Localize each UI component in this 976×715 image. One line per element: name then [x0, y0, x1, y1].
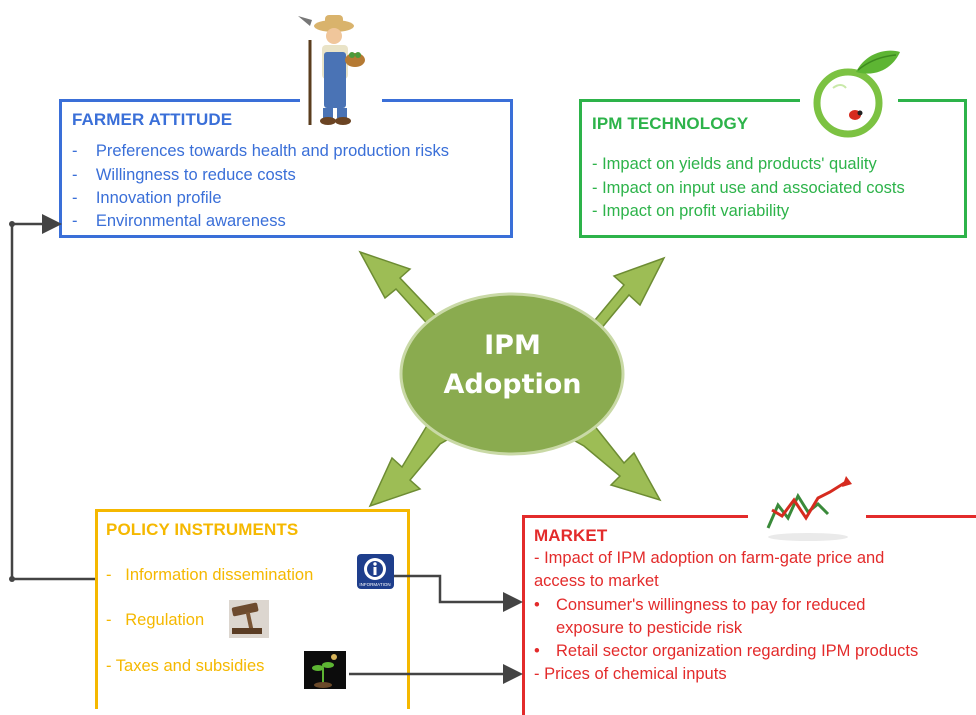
market-title: MARKET	[534, 526, 608, 545]
arrow-to-market	[566, 417, 662, 502]
list-item: - Impact of IPM adoption on farm-gate pr…	[534, 549, 885, 567]
list-item: - Information dissemination	[106, 566, 314, 584]
center-label-line1: IPM	[484, 330, 541, 361]
ipm-technology-box	[579, 99, 967, 238]
list-item: access to market	[534, 572, 659, 590]
stock-chart-icon	[766, 476, 852, 541]
ipm-technology-title: IPM TECHNOLOGY	[592, 114, 749, 133]
list-item: - Prices of chemical inputs	[534, 665, 727, 683]
list-item: - Environmental awareness	[72, 212, 286, 230]
list-item: - Preferences towards health and product…	[72, 142, 449, 160]
center-ellipse	[399, 292, 625, 456]
farmer-attitude-title: FARMER ATTITUDE	[72, 110, 233, 129]
list-item: exposure to pesticide risk	[556, 619, 743, 637]
list-item: - Regulation	[106, 611, 205, 629]
list-item: - Taxes and subsidies	[106, 657, 265, 675]
information-icon: INFORMATION	[357, 554, 394, 589]
list-item: - Innovation profile	[72, 189, 222, 207]
list-item: - Impact on profit variability	[592, 202, 790, 220]
plant-coin-icon	[304, 651, 346, 689]
list-item: - Impact on yields and products' quality	[592, 155, 877, 173]
gavel-icon	[229, 600, 269, 638]
diagram-graphics: INFORMATION	[9, 15, 900, 689]
policy-instruments-title: POLICY INSTRUMENTS	[106, 520, 299, 539]
farmer-attitude-box	[59, 99, 513, 238]
arrow-to-policy	[368, 417, 454, 508]
list-item: •Consumer's willingness to pay for reduc…	[534, 596, 866, 614]
arrow-to-technology	[572, 256, 666, 338]
information-to-market-connector	[394, 574, 523, 612]
farmer-icon	[298, 15, 365, 125]
information-icon-caption: INFORMATION	[359, 582, 390, 587]
feedback-connector	[9, 214, 95, 582]
list-item: •Retail sector organization regarding IP…	[534, 642, 919, 660]
list-item: - Impact on input use and associated cos…	[592, 179, 905, 197]
list-item: - Willingness to reduce costs	[72, 166, 296, 184]
arrow-to-farmer	[358, 250, 456, 332]
market-box	[522, 515, 976, 715]
center-label-line2: Adoption	[443, 369, 582, 400]
leaf-ring-icon	[813, 50, 900, 138]
